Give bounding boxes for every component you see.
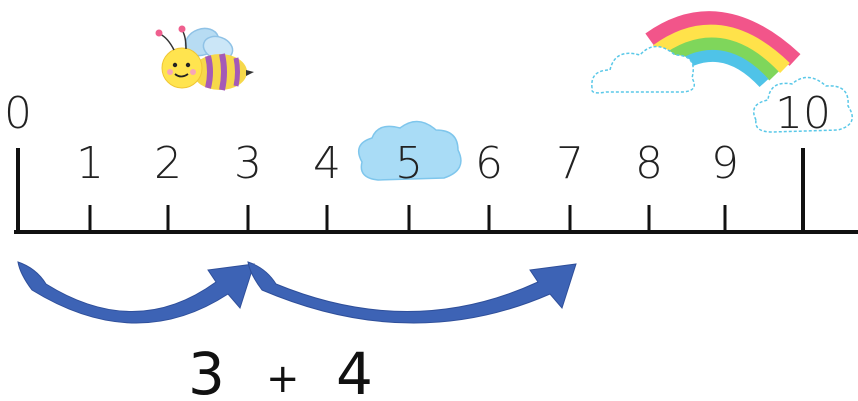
label-3: 3: [234, 138, 262, 189]
label-4: 4: [313, 138, 341, 189]
label-8: 8: [635, 138, 663, 189]
cloud-icon: [591, 45, 695, 94]
rainbow-icon: [645, 11, 801, 88]
label-7: 7: [556, 138, 584, 189]
bee-icon: [155, 25, 254, 91]
equation-first-addend: 3: [188, 340, 225, 401]
label-10: 10: [775, 88, 831, 139]
equation-plus-sign: +: [266, 356, 300, 401]
jump-arrow-3-to-7: [247, 261, 577, 324]
label-5: 5: [395, 138, 423, 189]
label-0: 0: [4, 88, 32, 139]
equation: 3 + 4: [188, 340, 373, 401]
number-line: [14, 148, 858, 234]
equation-second-addend: 4: [336, 340, 373, 401]
cloud-icon: [753, 76, 853, 133]
label-1: 1: [76, 138, 104, 189]
jump-arrow-0-to-3: [17, 261, 255, 324]
label-2: 2: [154, 138, 182, 189]
highlight-cloud-icon: [357, 120, 462, 181]
label-9: 9: [711, 138, 739, 189]
label-6: 6: [475, 138, 503, 189]
